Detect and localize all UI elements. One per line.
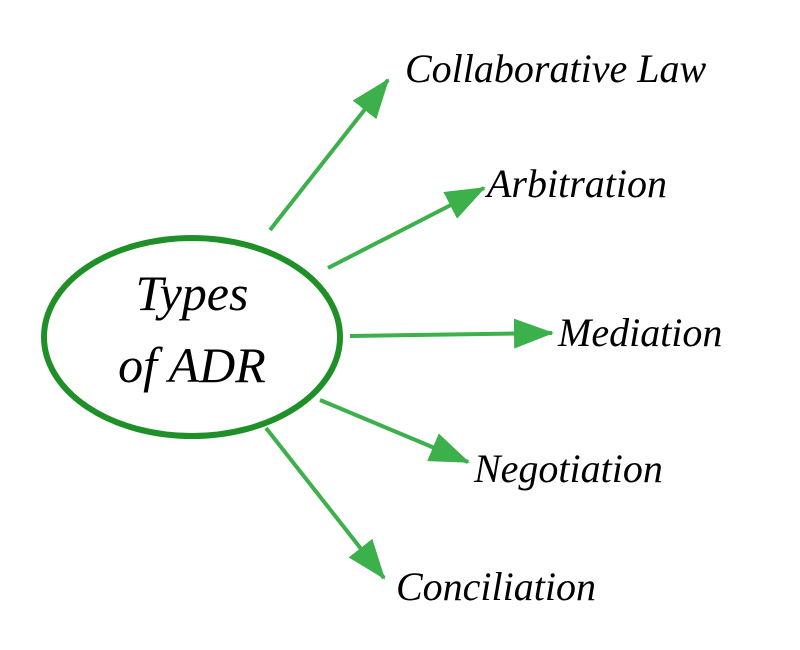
branch-label-arbitration: Arbitration bbox=[484, 161, 667, 206]
center-title-line1: Types bbox=[136, 265, 249, 321]
center-title-line2: of ADR bbox=[118, 337, 266, 393]
arrow-collaborative-law bbox=[268, 78, 390, 232]
branch-label-negotiation: Negotiation bbox=[473, 446, 663, 491]
arrow-mediation bbox=[349, 318, 554, 349]
center-ellipse bbox=[41, 235, 343, 439]
arrow-conciliation bbox=[264, 426, 386, 580]
branch-label-collaborative-law: Collaborative Law bbox=[405, 46, 706, 91]
arrow-arbitration bbox=[327, 186, 486, 270]
branch-label-mediation: Mediation bbox=[557, 310, 722, 355]
branch-label-conciliation: Conciliation bbox=[396, 564, 596, 609]
arrow-negotiation bbox=[319, 398, 470, 464]
